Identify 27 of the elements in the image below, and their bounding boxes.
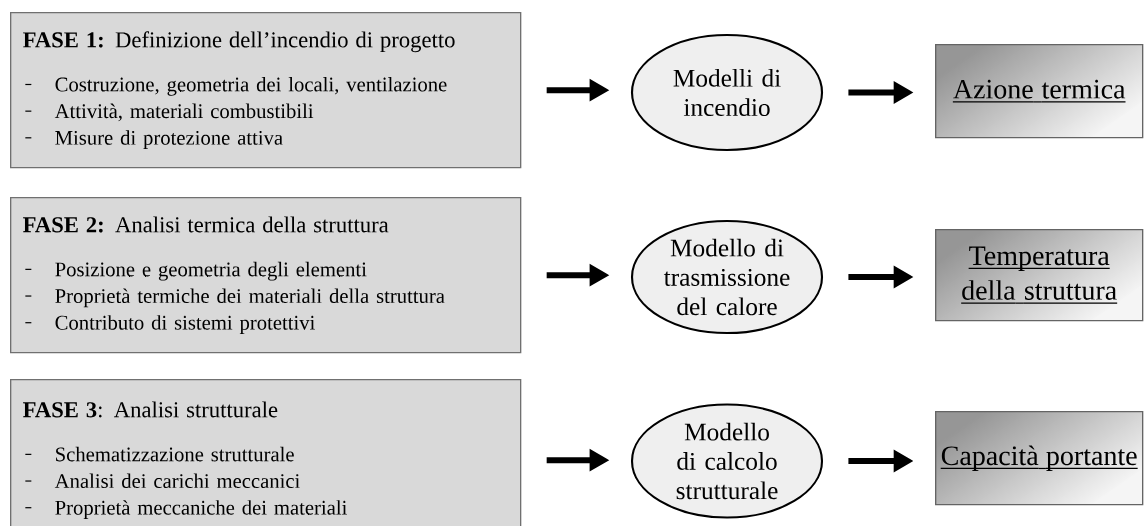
ellipse-label: Modelli di incendio — [673, 68, 781, 117]
box-heading: FASE 3: Analisi strutturale — [23, 401, 278, 418]
result-box — [935, 411, 1144, 506]
ellipse-label: Modello di calcolo strutturale — [676, 422, 778, 500]
result-box — [935, 229, 1144, 322]
list-item: Proprietà meccaniche dei materiali — [55, 500, 347, 519]
phase-box — [10, 197, 522, 354]
list-item: Contributo di sistemi protettivi — [55, 315, 315, 334]
list-item: Misure di protezione attiva — [55, 130, 283, 149]
result-box — [935, 44, 1144, 139]
model-ellipse — [630, 33, 824, 152]
list-item: Attività, materiali combustibili — [54, 103, 314, 122]
phase-box — [10, 379, 522, 526]
result-label: Capacità portante — [940, 445, 1139, 471]
list-item: Analisi dei carichi meccanici — [54, 473, 300, 489]
model-ellipse — [630, 219, 824, 335]
list-item: Proprietà termiche dei materiali della struttura — [55, 288, 445, 308]
list-item: Posizione e geometria degli elementi — [55, 261, 367, 281]
box-heading: FASE 2: Analisi termica della struttura — [23, 216, 389, 233]
box-heading: FASE 1: Definizione dell’incendio di progetto — [23, 31, 455, 53]
list-item: Schematizzazione strutturale — [56, 446, 294, 462]
result-label: Azione termica — [952, 79, 1127, 103]
result-label: Temperatura della struttura — [960, 246, 1118, 304]
model-ellipse — [630, 403, 824, 519]
ellipse-label: Modello di trasmissione del calore — [663, 238, 790, 316]
list-item: Costruzione, geometria dei locali, ventilazione — [55, 76, 447, 96]
phase-box — [10, 12, 522, 169]
